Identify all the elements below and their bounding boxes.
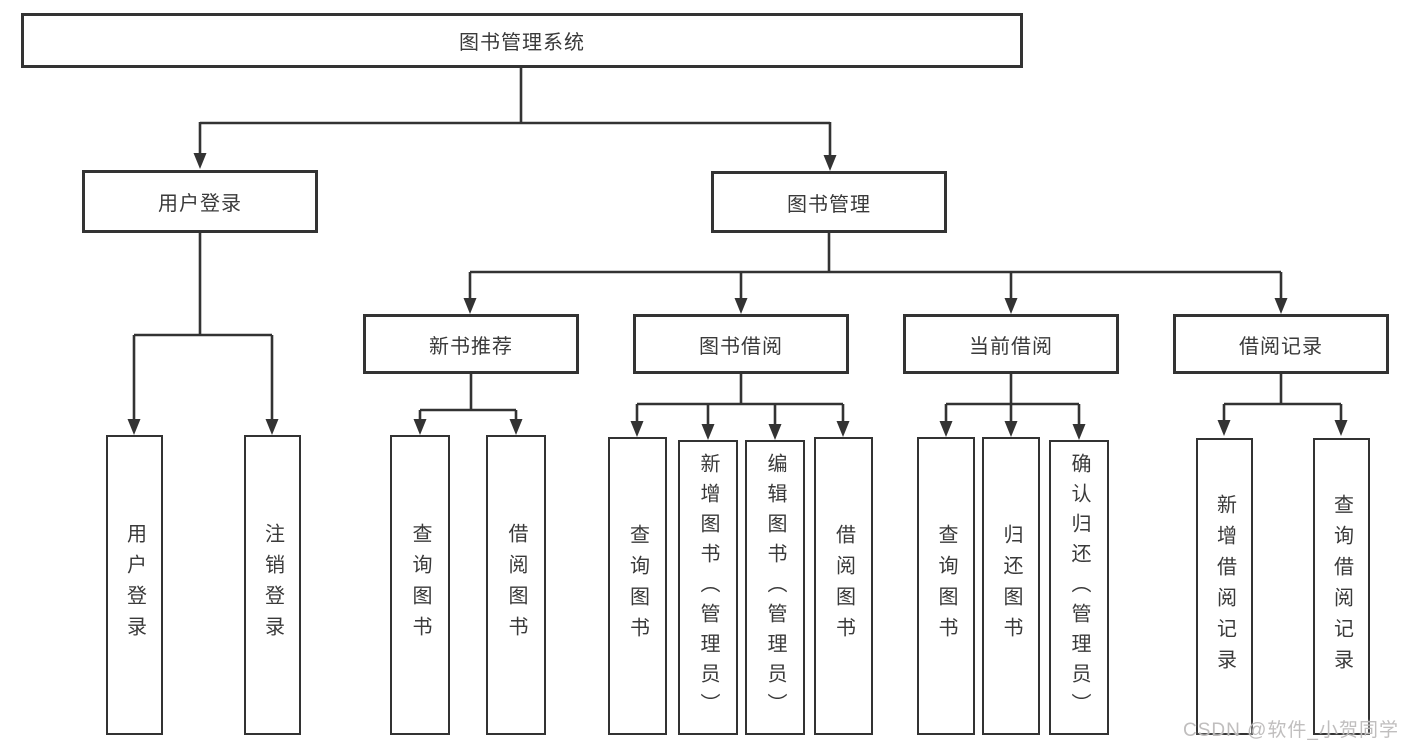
edges-book-mgmt (463, 233, 1288, 314)
node-book-borrow: 图书借阅 (633, 314, 849, 374)
leaf-bb-query-books: 查询图书 (608, 437, 667, 735)
leaf-nbr-query-books: 查询图书 (390, 435, 450, 735)
edges-root (193, 68, 837, 171)
leaf-cb-query-books: 查询图书 (917, 437, 975, 735)
edges-book-borrow (630, 374, 850, 440)
leaf-br-query-record: 查询借阅记录 (1313, 438, 1370, 735)
leaf-cb-return-books: 归还图书 (982, 437, 1040, 735)
edges-new-book-rec (413, 374, 523, 435)
leaf-cb-confirm-return-admin: 确认归还（管理员） (1049, 440, 1109, 735)
edges-borrow-record (1217, 374, 1348, 436)
leaf-bb-edit-books-admin: 编辑图书（管理员） (745, 440, 805, 735)
leaf-user-login: 用户登录 (106, 435, 163, 735)
leaf-logout: 注销登录 (244, 435, 301, 735)
node-user-login: 用户登录 (82, 170, 318, 233)
leaf-br-add-record: 新增借阅记录 (1196, 438, 1253, 735)
leaf-nbr-borrow-books: 借阅图书 (486, 435, 546, 735)
edges-user-login (127, 233, 279, 435)
node-book-mgmt: 图书管理 (711, 171, 947, 233)
node-new-book-rec: 新书推荐 (363, 314, 579, 374)
edges-current-borrow (939, 374, 1086, 440)
csdn-watermark: CSDN @软件_小贺同学 (1183, 720, 1399, 741)
node-borrow-record: 借阅记录 (1173, 314, 1389, 374)
leaf-bb-add-books-admin: 新增图书（管理员） (678, 440, 738, 735)
node-current-borrow: 当前借阅 (903, 314, 1119, 374)
node-root: 图书管理系统 (21, 13, 1023, 68)
leaf-bb-borrow-books: 借阅图书 (814, 437, 873, 735)
